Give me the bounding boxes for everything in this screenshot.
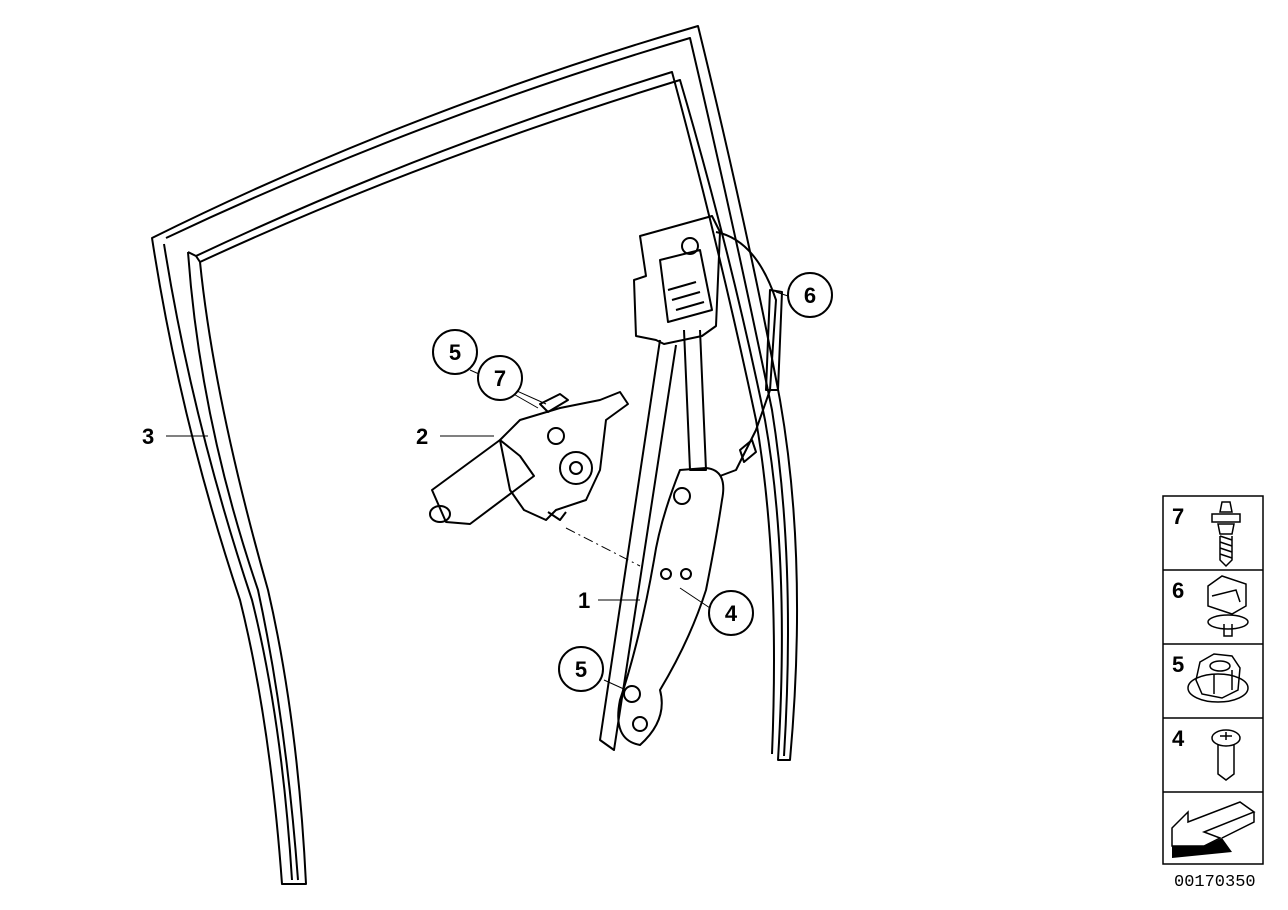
callout-circle-5-lower (558, 646, 604, 692)
window-motor (429, 391, 641, 567)
window-guide-rail (151, 25, 799, 885)
callout-item-7: 7 (494, 366, 506, 391)
callout-labels: 3 2 1 5 7 6 4 5 (142, 272, 833, 692)
callout-item-4: 4 (725, 601, 738, 626)
legend-number-4: 4 (1172, 726, 1185, 751)
callout-circle-7 (477, 355, 523, 401)
window-regulator (599, 215, 783, 751)
callout-circle-4 (708, 590, 754, 636)
callout-item-5-lower: 5 (575, 657, 587, 682)
legend-number-6: 6 (1172, 578, 1184, 603)
callout-item-2: 2 (416, 424, 428, 449)
screw-icon (1211, 501, 1241, 568)
legend-border (1162, 495, 1264, 865)
callout-circle-6 (787, 272, 833, 318)
parts-legend: 7 6 5 4 (1162, 495, 1264, 865)
legend-number-5: 5 (1172, 652, 1184, 677)
callout-item-5-upper: 5 (449, 340, 461, 365)
arrow-icon (1171, 801, 1256, 858)
clip-icon (1207, 575, 1249, 637)
callout-circle-5-upper (432, 329, 478, 375)
callout-item-3: 3 (142, 424, 154, 449)
callout-item-1: 1 (578, 588, 590, 613)
document-number: 00170350 (1174, 873, 1256, 892)
legend-number-7: 7 (1172, 504, 1184, 529)
callout-item-6: 6 (804, 283, 816, 308)
nut-icon (1187, 653, 1249, 703)
bolt-icon (1211, 729, 1241, 781)
